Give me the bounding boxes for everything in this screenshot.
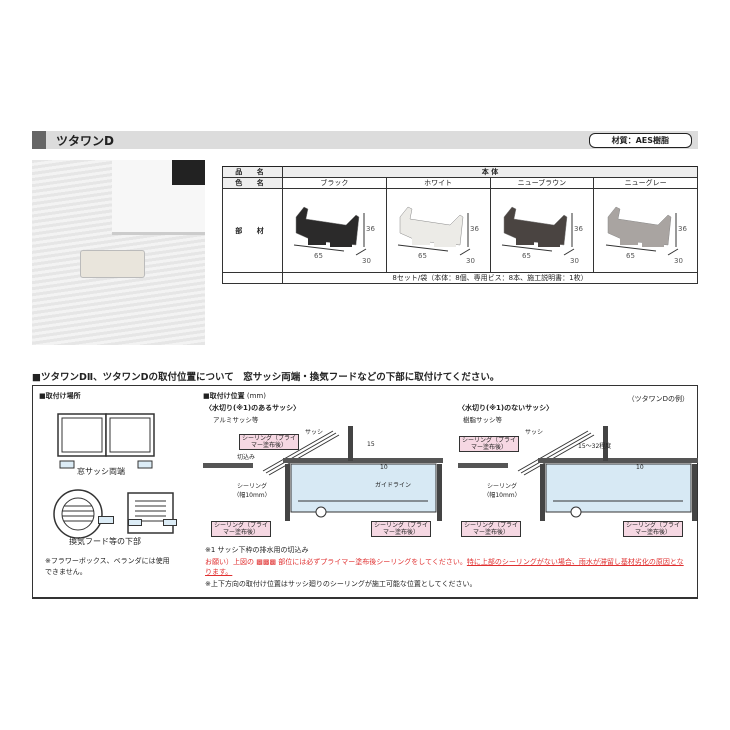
product-photo bbox=[32, 160, 205, 345]
sealing-label: シーリング（プライマー塗布後） bbox=[623, 521, 683, 537]
hood-label: 換気フード等の下部 bbox=[69, 537, 141, 546]
product-name: 本 体 bbox=[282, 166, 698, 178]
part-image: 36 65 30 bbox=[385, 188, 491, 273]
material-badge: 材質：AES樹脂 bbox=[588, 133, 692, 148]
cut-label: 切込み bbox=[237, 454, 256, 461]
install-box: ■取付け場所 窓サッシ両端 換気フード等の下部 ※フラワーボックス、ベランダには… bbox=[32, 385, 699, 599]
location-title: ■取付け場所 bbox=[39, 392, 81, 400]
product-title: ツタワンD bbox=[56, 134, 114, 148]
part-gray-image: 36 65 30 bbox=[605, 206, 687, 265]
position-title: ■取付け位置 bbox=[203, 392, 245, 400]
color-name: ホワイト bbox=[385, 177, 491, 189]
svg-text:30: 30 bbox=[674, 257, 683, 265]
color-name: ブラック bbox=[282, 177, 387, 189]
svg-text:30: 30 bbox=[570, 257, 579, 265]
header-bar: ツタワンD 材質：AES樹脂 bbox=[32, 131, 698, 149]
svg-text:36: 36 bbox=[366, 225, 375, 233]
package-info: 8セット/袋（本体：8個、専用ビス：8本、施工説明書：1枚） bbox=[282, 272, 698, 284]
sealing-label: シーリング（プライマー塗布後） bbox=[371, 521, 431, 537]
left-sash-label: サッシ bbox=[305, 427, 324, 436]
part-image: 36 65 30 bbox=[282, 188, 387, 273]
svg-text:65: 65 bbox=[522, 252, 531, 260]
spec-table: 品 名本 体 色 名 ブラック ホワイト ニューブラウン ニューグレー 部 材 … bbox=[222, 166, 698, 284]
section-title: ■ツタワンDⅡ、ツタワンDの取付位置について 窓サッシ両端・換気フードなどの下部… bbox=[32, 372, 500, 383]
left-diagram-title: 〈水切り(※1)のあるサッシ〉 bbox=[205, 404, 301, 412]
sealing-label: シーリング（プライマー塗布後） bbox=[459, 436, 519, 452]
header-marker bbox=[32, 131, 46, 149]
location-diagram bbox=[53, 413, 174, 539]
svg-text:36: 36 bbox=[678, 225, 687, 233]
part-image: 36 65 30 bbox=[593, 188, 698, 273]
warning-note: お願い）上図の ▩▩▩ 部位には必ずプライマー塗布後シーリングをしてください。特… bbox=[205, 558, 684, 576]
sealing-label: シーリング（プライマー塗布後） bbox=[211, 521, 271, 537]
example-note: （ツタワンDの例） bbox=[627, 395, 689, 403]
svg-text:65: 65 bbox=[418, 252, 427, 260]
part-image: 36 65 30 bbox=[489, 188, 595, 273]
svg-text:65: 65 bbox=[626, 252, 635, 260]
svg-text:30: 30 bbox=[362, 257, 371, 265]
window-label: 窓サッシ両端 bbox=[77, 467, 125, 476]
svg-text:36: 36 bbox=[574, 225, 583, 233]
location-note: ※フラワーボックス、ベランダには使用できません。 bbox=[45, 557, 170, 576]
svg-text:36: 36 bbox=[470, 225, 479, 233]
color-name: ニューブラウン bbox=[489, 177, 595, 189]
svg-text:30: 30 bbox=[466, 257, 475, 265]
note-1: ※1 サッシ下枠の排水用の切込み bbox=[205, 546, 309, 554]
part-black-image: 36 65 30 bbox=[294, 206, 376, 265]
part-white-image: 36 65 30 bbox=[398, 206, 480, 265]
part-brown-image: 36 65 30 bbox=[501, 206, 583, 265]
svg-text:65: 65 bbox=[314, 252, 323, 260]
sealing-label: シーリング（プライマー塗布後） bbox=[239, 434, 299, 450]
right-sash-label: サッシ bbox=[525, 427, 544, 436]
sealing-label: シーリング（プライマー塗布後） bbox=[461, 521, 521, 537]
install-position-diagram bbox=[203, 426, 699, 521]
color-name: ニューグレー bbox=[593, 177, 698, 189]
right-diagram-title: 〈水切り(※1)のないサッシ〉 bbox=[458, 404, 554, 412]
note-2: ※上下方向の取付け位置はサッシ廻りのシーリングが施工可能な位置としてください。 bbox=[205, 580, 477, 588]
